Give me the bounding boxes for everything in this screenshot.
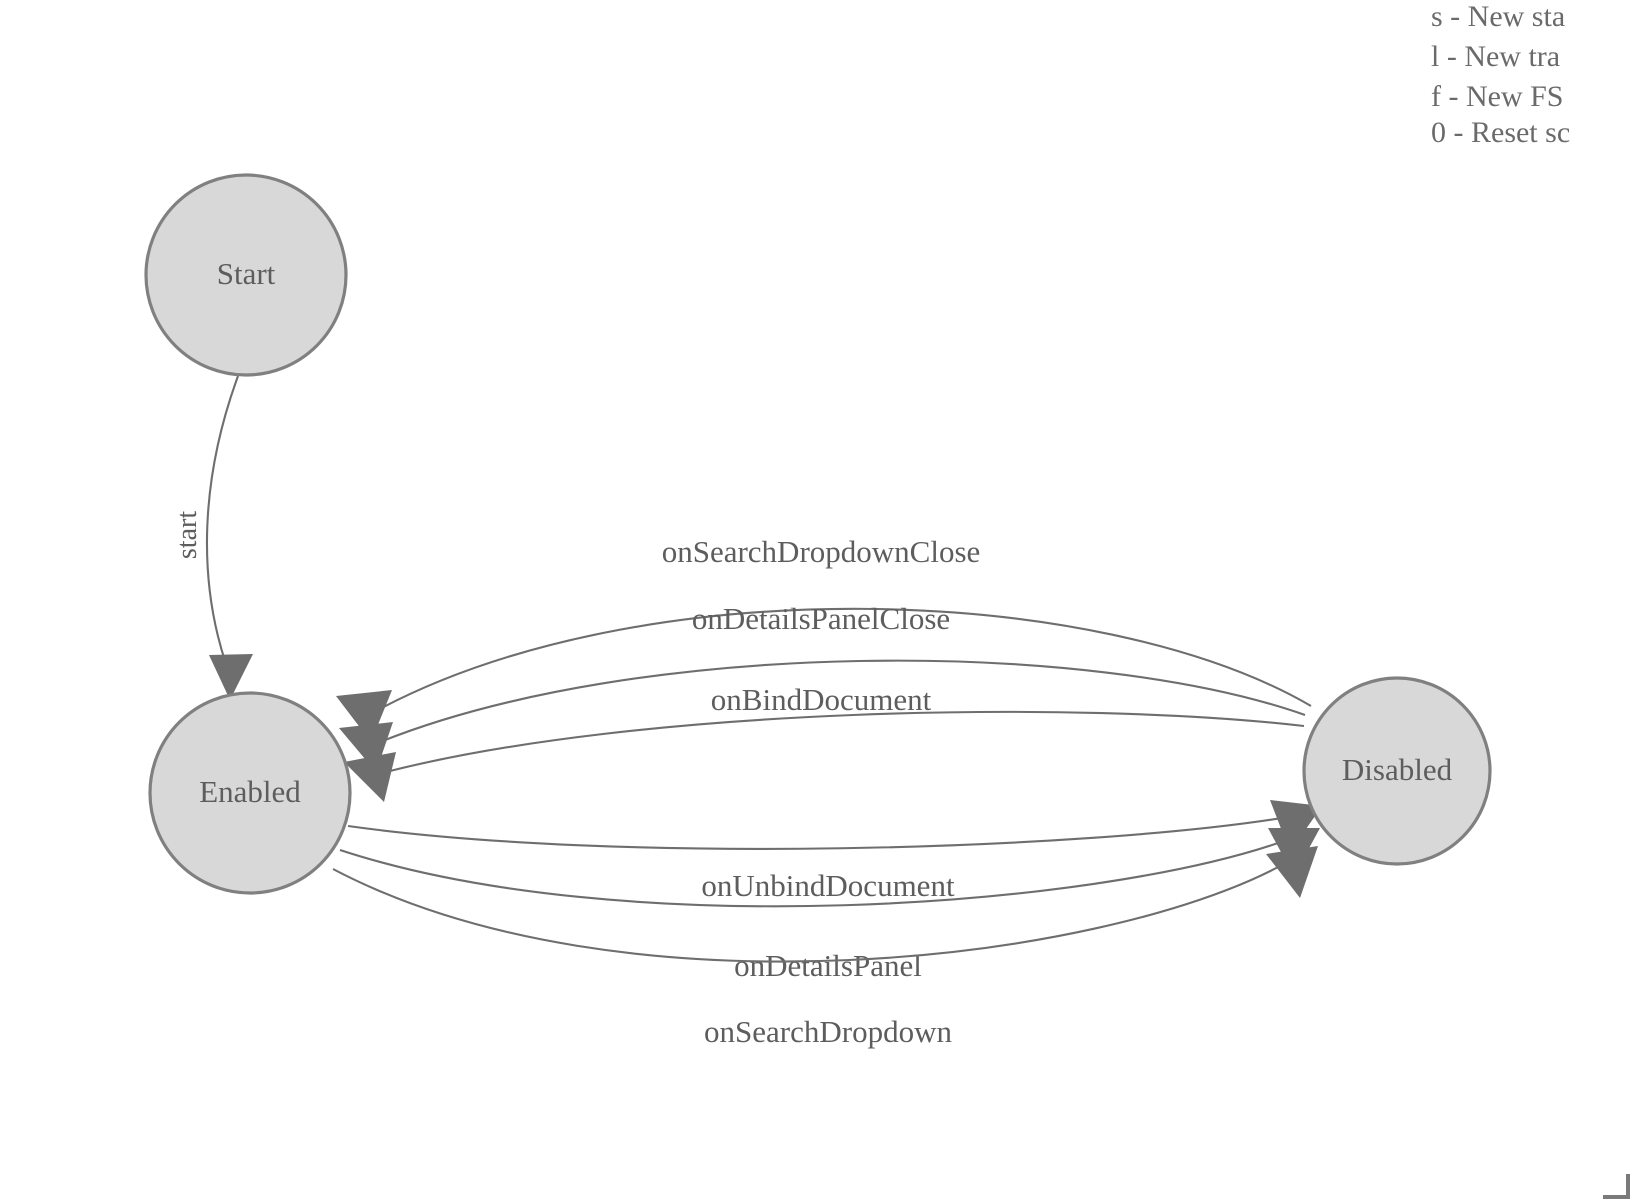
- keyboard-shortcut-legend: s - New sta l - New tra f - New FS 0 - R…: [1431, 0, 1570, 149]
- edge-label-on-details-panel-close: onDetailsPanelClose: [692, 601, 950, 636]
- edge-on-search-dropdown[interactable]: onSearchDropdown: [332, 846, 1318, 1049]
- state-circle-disabled: [1302, 676, 1492, 866]
- edge-group-enabled-to-disabled: onUnbindDocument onDetailsPanel onSearch…: [332, 800, 1322, 1049]
- state-node-disabled[interactable]: Disabled: [1302, 676, 1492, 866]
- state-label-disabled: Disabled: [1342, 752, 1453, 787]
- resize-corner-icon: [1603, 1174, 1630, 1199]
- edge-label-on-search-dropdown: onSearchDropdown: [704, 1014, 952, 1049]
- state-node-enabled[interactable]: Enabled: [148, 691, 352, 895]
- resize-corner-bracket[interactable]: [1603, 1174, 1630, 1199]
- state-node-start[interactable]: Start: [144, 173, 348, 377]
- edge-path-on-details-panel: [339, 841, 1282, 908]
- edge-on-details-panel-close[interactable]: onDetailsPanelClose: [339, 601, 1306, 772]
- edge-path-on-bind-document: [385, 710, 1305, 774]
- edge-label-start: start: [172, 511, 203, 559]
- edge-label-on-search-dropdown-close: onSearchDropdownClose: [662, 534, 981, 569]
- edge-path-on-search-dropdown: [332, 865, 1281, 963]
- edge-path-start: [205, 375, 239, 665]
- arrowhead-on-unbind-document: [1270, 800, 1322, 852]
- edge-label-on-unbind-document: onUnbindDocument: [701, 868, 955, 903]
- edge-start[interactable]: start: [172, 375, 253, 700]
- arrowhead-on-search-dropdown: [1266, 846, 1318, 898]
- legend-line-new-fsm: f - New FS: [1431, 80, 1564, 113]
- arrowhead-start: [209, 654, 253, 700]
- arrowhead-on-bind-document: [344, 752, 396, 802]
- arrowhead-on-search-dropdown-close: [336, 690, 392, 742]
- edge-path-on-details-panel-close: [379, 659, 1306, 743]
- edge-label-on-bind-document: onBindDocument: [711, 682, 932, 717]
- edge-path-on-search-dropdown-close: [373, 607, 1312, 713]
- legend-line-new-state: s - New sta: [1431, 0, 1565, 33]
- edge-on-search-dropdown-close[interactable]: onSearchDropdownClose: [336, 534, 1312, 742]
- state-label-start: Start: [217, 256, 276, 291]
- state-label-enabled: Enabled: [199, 774, 301, 809]
- legend-line-new-transition: l - New tra: [1431, 40, 1560, 73]
- edge-on-unbind-document[interactable]: onUnbindDocument: [347, 800, 1322, 903]
- edge-path-on-unbind-document: [347, 816, 1283, 850]
- state-circle-enabled: [148, 691, 352, 895]
- legend-line-reset: 0 - Reset sc: [1431, 116, 1570, 149]
- state-circle-start: [144, 173, 348, 377]
- edge-group-disabled-to-enabled: onSearchDropdownClose onDetailsPanelClos…: [336, 534, 1312, 802]
- edge-on-bind-document[interactable]: onBindDocument: [344, 682, 1305, 802]
- edge-label-on-details-panel: onDetailsPanel: [734, 948, 922, 983]
